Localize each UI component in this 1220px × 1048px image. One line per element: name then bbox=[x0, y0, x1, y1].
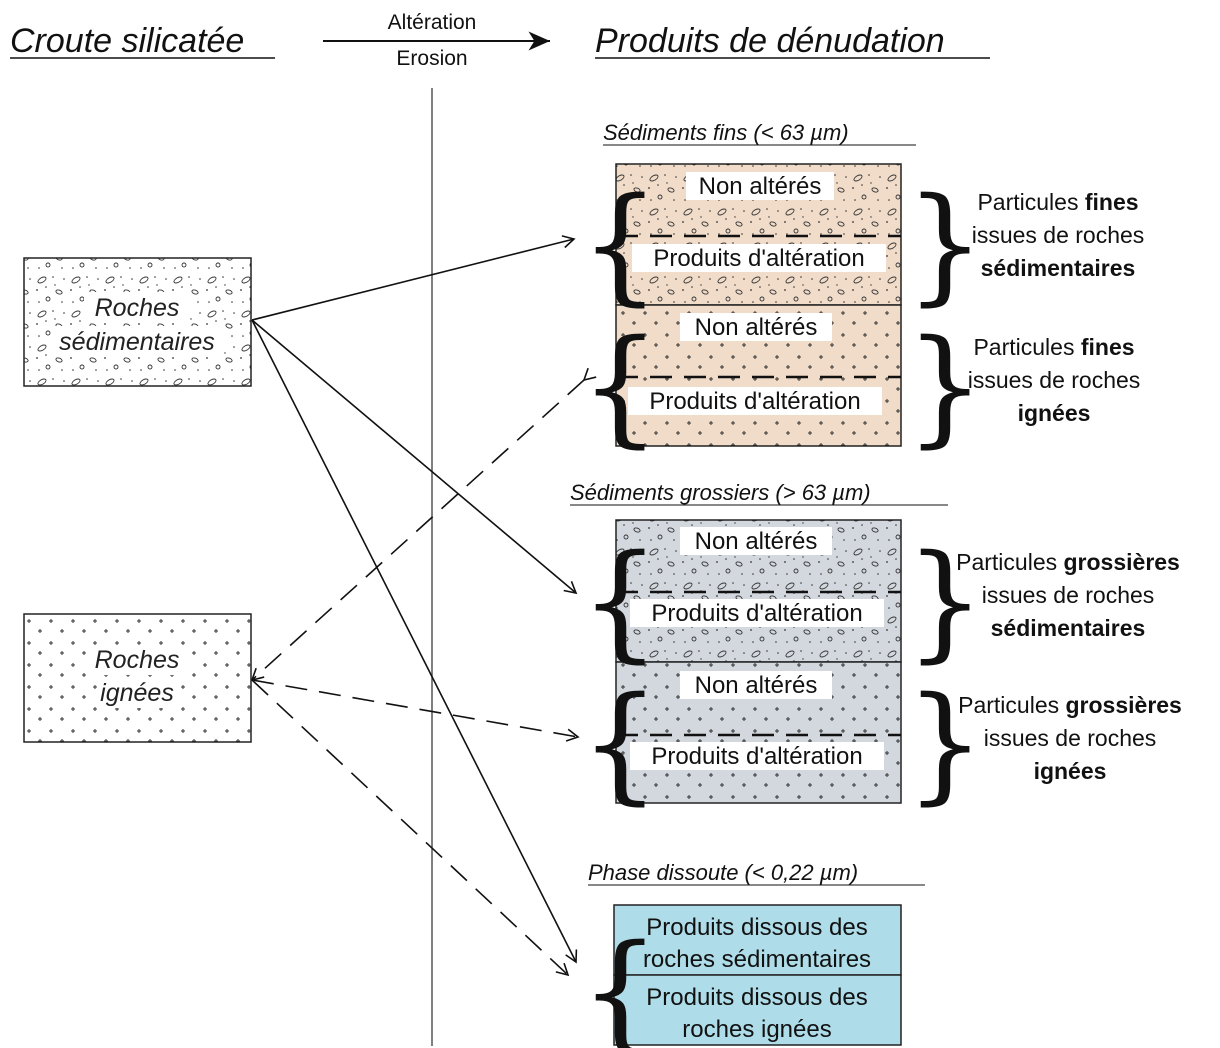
left-brace: { bbox=[580, 313, 660, 460]
desc-fine-sed: Particules fines issues de roches sédime… bbox=[972, 189, 1145, 281]
desc-line3: ignées bbox=[1034, 758, 1107, 784]
sedimentary-label-line2: sédimentaires bbox=[59, 328, 215, 356]
fine-sedimentary-box: Non altérés Produits d'altération bbox=[615, 163, 902, 306]
left-brace: { bbox=[580, 918, 660, 1048]
desc-coarse-ign: Particules grossières issues de roches i… bbox=[958, 692, 1182, 784]
right-braces: } } } } bbox=[905, 171, 985, 817]
source-sedimentary: Roches sédimentaires bbox=[23, 257, 252, 387]
solid-arrows bbox=[251, 235, 578, 964]
left-braces: { { { { { bbox=[580, 171, 660, 1048]
arrow-sed-to-fine bbox=[251, 235, 576, 321]
unaltered-label: Non altérés bbox=[695, 314, 818, 341]
right-brace: } bbox=[905, 528, 985, 675]
dissolved-sedimentary-box bbox=[613, 904, 902, 976]
right-brace: } bbox=[905, 313, 985, 460]
right-brace: } bbox=[905, 670, 985, 817]
desc-line2: issues de roches bbox=[984, 725, 1157, 751]
desc-line2: issues de roches bbox=[982, 582, 1155, 608]
igneous-label-line1: Roches bbox=[95, 646, 180, 674]
dissolved-sed-line1: Produits dissous des bbox=[646, 914, 867, 941]
section-fine-title: Sédiments fins (< 63 µm) bbox=[603, 120, 849, 145]
right-title: Produits de dénudation bbox=[595, 22, 945, 60]
right-brace: } bbox=[905, 171, 985, 318]
desc-line2: issues de roches bbox=[972, 222, 1145, 248]
arrow-sed-to-dissolved bbox=[251, 319, 578, 964]
unaltered-label: Non altérés bbox=[695, 672, 818, 699]
igneous-label-line2: ignées bbox=[100, 679, 174, 707]
dissolved-ign-line1: Produits dissous des bbox=[646, 984, 867, 1011]
desc-line3: sédimentaires bbox=[981, 255, 1136, 281]
altered-label: Produits d'altération bbox=[651, 743, 862, 770]
arrow-ign-to-coarse bbox=[251, 679, 580, 742]
coarse-sedimentary-box: Non altérés Produits d'altération bbox=[615, 519, 902, 663]
altered-label: Produits d'altération bbox=[651, 600, 862, 627]
dissolved-box: Produits dissous des roches sédimentaire… bbox=[613, 904, 902, 1046]
desc-line1: Particules fines bbox=[973, 334, 1134, 360]
desc-line3: ignées bbox=[1018, 400, 1091, 426]
dissolved-sed-line2: roches sédimentaires bbox=[643, 946, 871, 973]
unaltered-label: Non altérés bbox=[699, 173, 822, 200]
arrow-ign-to-fine bbox=[250, 367, 597, 682]
coarse-igneous-box: Non altérés Produits d'altération bbox=[615, 661, 902, 804]
arrow-bottom-label: Erosion bbox=[396, 47, 467, 70]
arrow-sed-to-coarse bbox=[251, 319, 578, 595]
source-igneous: Roches ignées bbox=[23, 613, 252, 743]
altered-label: Produits d'altération bbox=[649, 388, 860, 415]
arrow-top-label: Altération bbox=[388, 11, 477, 34]
arrow-ign-to-dissolved bbox=[251, 679, 570, 977]
left-brace: { bbox=[580, 670, 660, 817]
left-brace: { bbox=[580, 528, 660, 675]
unaltered-label: Non altérés bbox=[695, 528, 818, 555]
dashed-arrows bbox=[250, 367, 597, 977]
desc-line2: issues de roches bbox=[968, 367, 1141, 393]
desc-line3: sédimentaires bbox=[991, 615, 1146, 641]
desc-fine-ign: Particules fines issues de roches ignées bbox=[968, 334, 1141, 426]
left-title: Croute silicatée bbox=[10, 22, 244, 60]
desc-line1: Particules grossières bbox=[956, 549, 1180, 575]
dissolved-igneous-box bbox=[613, 974, 902, 1046]
section-coarse-title: Sédiments grossiers (> 63 µm) bbox=[570, 480, 871, 505]
desc-line1: Particules fines bbox=[977, 189, 1138, 215]
fine-igneous-box: Non altérés Produits d'altération bbox=[615, 304, 902, 447]
sedimentary-label-line1: Roches bbox=[95, 294, 180, 322]
desc-line1: Particules grossières bbox=[958, 692, 1182, 718]
dissolved-ign-line2: roches ignées bbox=[682, 1016, 831, 1043]
section-dissolved-title: Phase dissoute (< 0,22 µm) bbox=[588, 860, 858, 885]
desc-coarse-sed: Particules grossières issues de roches s… bbox=[956, 549, 1180, 641]
left-brace: { bbox=[580, 171, 660, 318]
altered-label: Produits d'altération bbox=[653, 245, 864, 272]
